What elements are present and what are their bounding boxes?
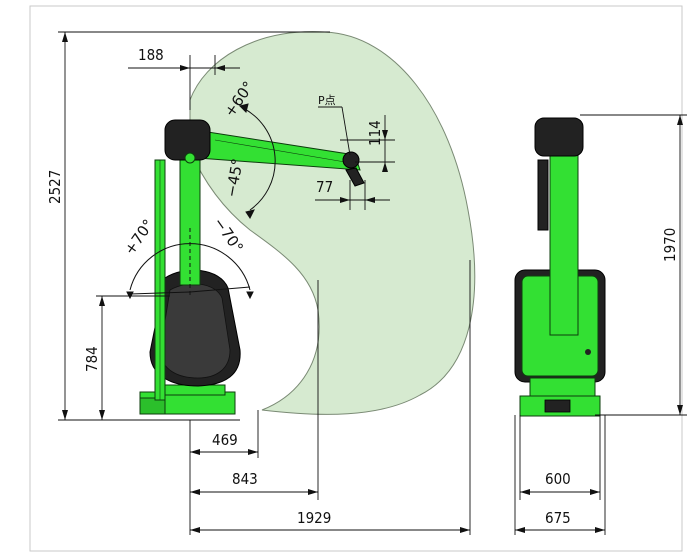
- dim-469: 469: [212, 431, 238, 449]
- base-plate: [164, 384, 226, 396]
- dim-675: 675: [545, 509, 571, 527]
- drawing-border: [29, 5, 683, 552]
- dim-784: 784: [83, 346, 101, 372]
- dim-188: 188: [138, 46, 164, 64]
- dim-114: 114: [366, 120, 384, 146]
- angle-arcs: [126, 103, 276, 300]
- robot-body-panel: [159, 283, 231, 379]
- dim-77: 77: [316, 178, 333, 196]
- side-view-robot: [139, 119, 365, 415]
- front-elbow: [534, 117, 584, 157]
- dim-600: 600: [545, 470, 571, 488]
- base-motor: [139, 397, 166, 415]
- dim-1929: 1929: [297, 509, 331, 527]
- dim-1970: 1970: [661, 228, 679, 262]
- wrist: [342, 151, 360, 169]
- workspace-envelope: [189, 31, 476, 415]
- angle-plus70: +70°: [121, 216, 158, 258]
- front-base: [529, 377, 596, 397]
- front-view-robot: [514, 117, 606, 417]
- point-p-label: P点: [318, 94, 336, 107]
- j3-arc: [242, 107, 276, 211]
- dim-843: 843: [232, 470, 258, 488]
- end-effector: [345, 167, 365, 187]
- dim-2527: 2527: [46, 170, 64, 204]
- dimension-arrows: [62, 32, 683, 533]
